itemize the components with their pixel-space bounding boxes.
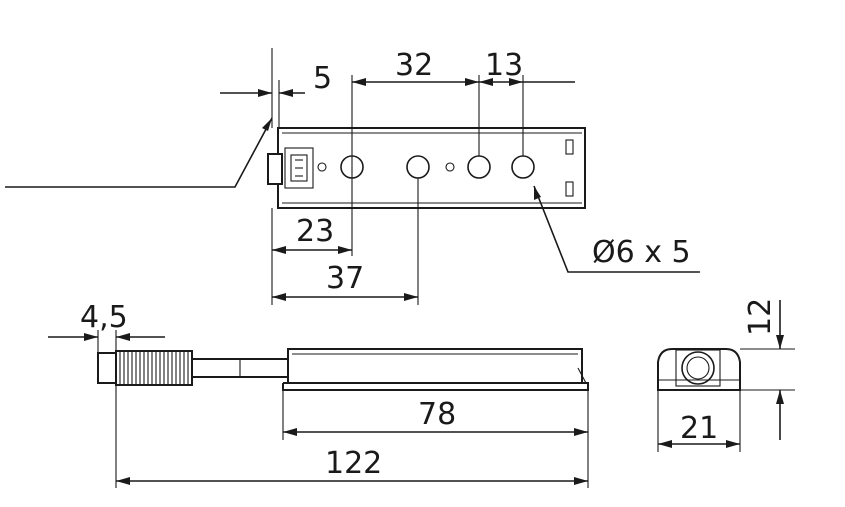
top-view: 5 32 13 23 37 Ø6 x 5 bbox=[5, 48, 700, 305]
dim-5: 5 bbox=[313, 61, 332, 96]
side-view: 4,5 78 122 bbox=[48, 300, 589, 488]
end-view-round bbox=[681, 351, 715, 385]
dim-4-5: 4,5 bbox=[80, 300, 128, 335]
knurled-head bbox=[115, 350, 193, 386]
dim-122: 122 bbox=[325, 446, 382, 481]
end-view: 12 21 bbox=[657, 298, 795, 452]
dim-32: 32 bbox=[395, 48, 433, 83]
dim-hole-note: Ø6 x 5 bbox=[592, 235, 691, 270]
dim-37: 37 bbox=[326, 261, 364, 296]
dim-13: 13 bbox=[485, 48, 523, 83]
dim-12: 12 bbox=[743, 298, 778, 336]
connector bbox=[267, 153, 283, 185]
dim-23: 23 bbox=[296, 214, 334, 249]
head-cap bbox=[97, 352, 117, 384]
dim-21: 21 bbox=[680, 411, 718, 446]
dim-78: 78 bbox=[418, 397, 456, 432]
